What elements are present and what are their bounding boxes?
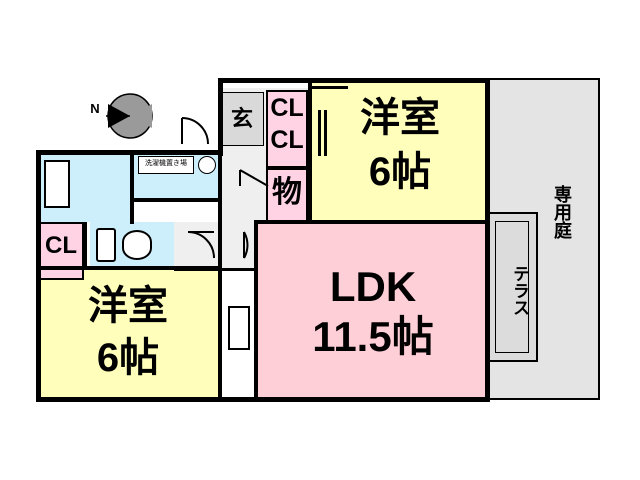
label-washer: 洗濯機置き場 — [145, 160, 187, 167]
wall-bedroom-top-left — [308, 78, 312, 222]
wall-left-upper — [218, 78, 223, 156]
window-bath — [44, 160, 70, 208]
wall-toilet-bottom — [36, 266, 222, 270]
room-ldk — [256, 220, 488, 402]
room-bedroom-top — [310, 80, 488, 222]
wall-washroom-bottom — [130, 198, 222, 202]
room-closet-top — [266, 90, 308, 168]
wall-right-main — [485, 78, 490, 402]
label-closet-top-2: CL — [270, 126, 304, 154]
wall-closet-left-right — [84, 222, 87, 268]
wall-bottom-left — [36, 397, 490, 402]
sink-fixture — [96, 228, 116, 262]
label-terrace: テラス — [510, 264, 529, 316]
wall-corridor-left — [218, 150, 222, 274]
label-bedroom-left-size: 6帖 — [96, 336, 160, 380]
wall-hall-bottom — [174, 268, 258, 271]
label-bedroom-left: 洋室 — [88, 284, 168, 328]
window-bedroom-top — [318, 110, 321, 156]
window-bedroom-top-2 — [324, 110, 327, 156]
washroom-sink — [198, 156, 216, 174]
wall-top-main — [218, 78, 490, 83]
compass: N — [86, 88, 162, 146]
label-ldk-size: 11.5帖 — [312, 313, 434, 360]
window-ldk — [228, 306, 250, 350]
wall-bedroom-left-right — [218, 266, 222, 402]
terrace-inner-line — [495, 221, 529, 353]
label-private-garden: 専用庭 — [552, 185, 572, 239]
label-closet-top: CL — [270, 94, 304, 122]
toilet-fixture — [122, 230, 152, 260]
wall-far-left — [36, 150, 41, 402]
label-entrance: 玄 — [230, 106, 253, 131]
label-bedroom-top: 洋室 — [360, 96, 440, 140]
label-ldk: LDK — [329, 263, 417, 310]
label-storage: 物 — [272, 176, 302, 209]
washer-box — [138, 156, 194, 174]
room-bedroom-left — [38, 268, 220, 402]
wall-left-bath-top — [36, 150, 223, 155]
room-entrance-tile — [220, 92, 264, 146]
room-closet-left — [38, 222, 84, 280]
window-entrance-sash — [312, 86, 348, 89]
label-bedroom-top-size: 6帖 — [368, 150, 432, 194]
wall-ldk-top — [254, 220, 488, 224]
room-storage — [266, 168, 308, 222]
wall-ldk-left — [254, 220, 258, 402]
label-closet-left: CL — [45, 232, 77, 259]
wall-bath-right — [130, 150, 134, 224]
compass-north-label: N — [90, 101, 100, 116]
